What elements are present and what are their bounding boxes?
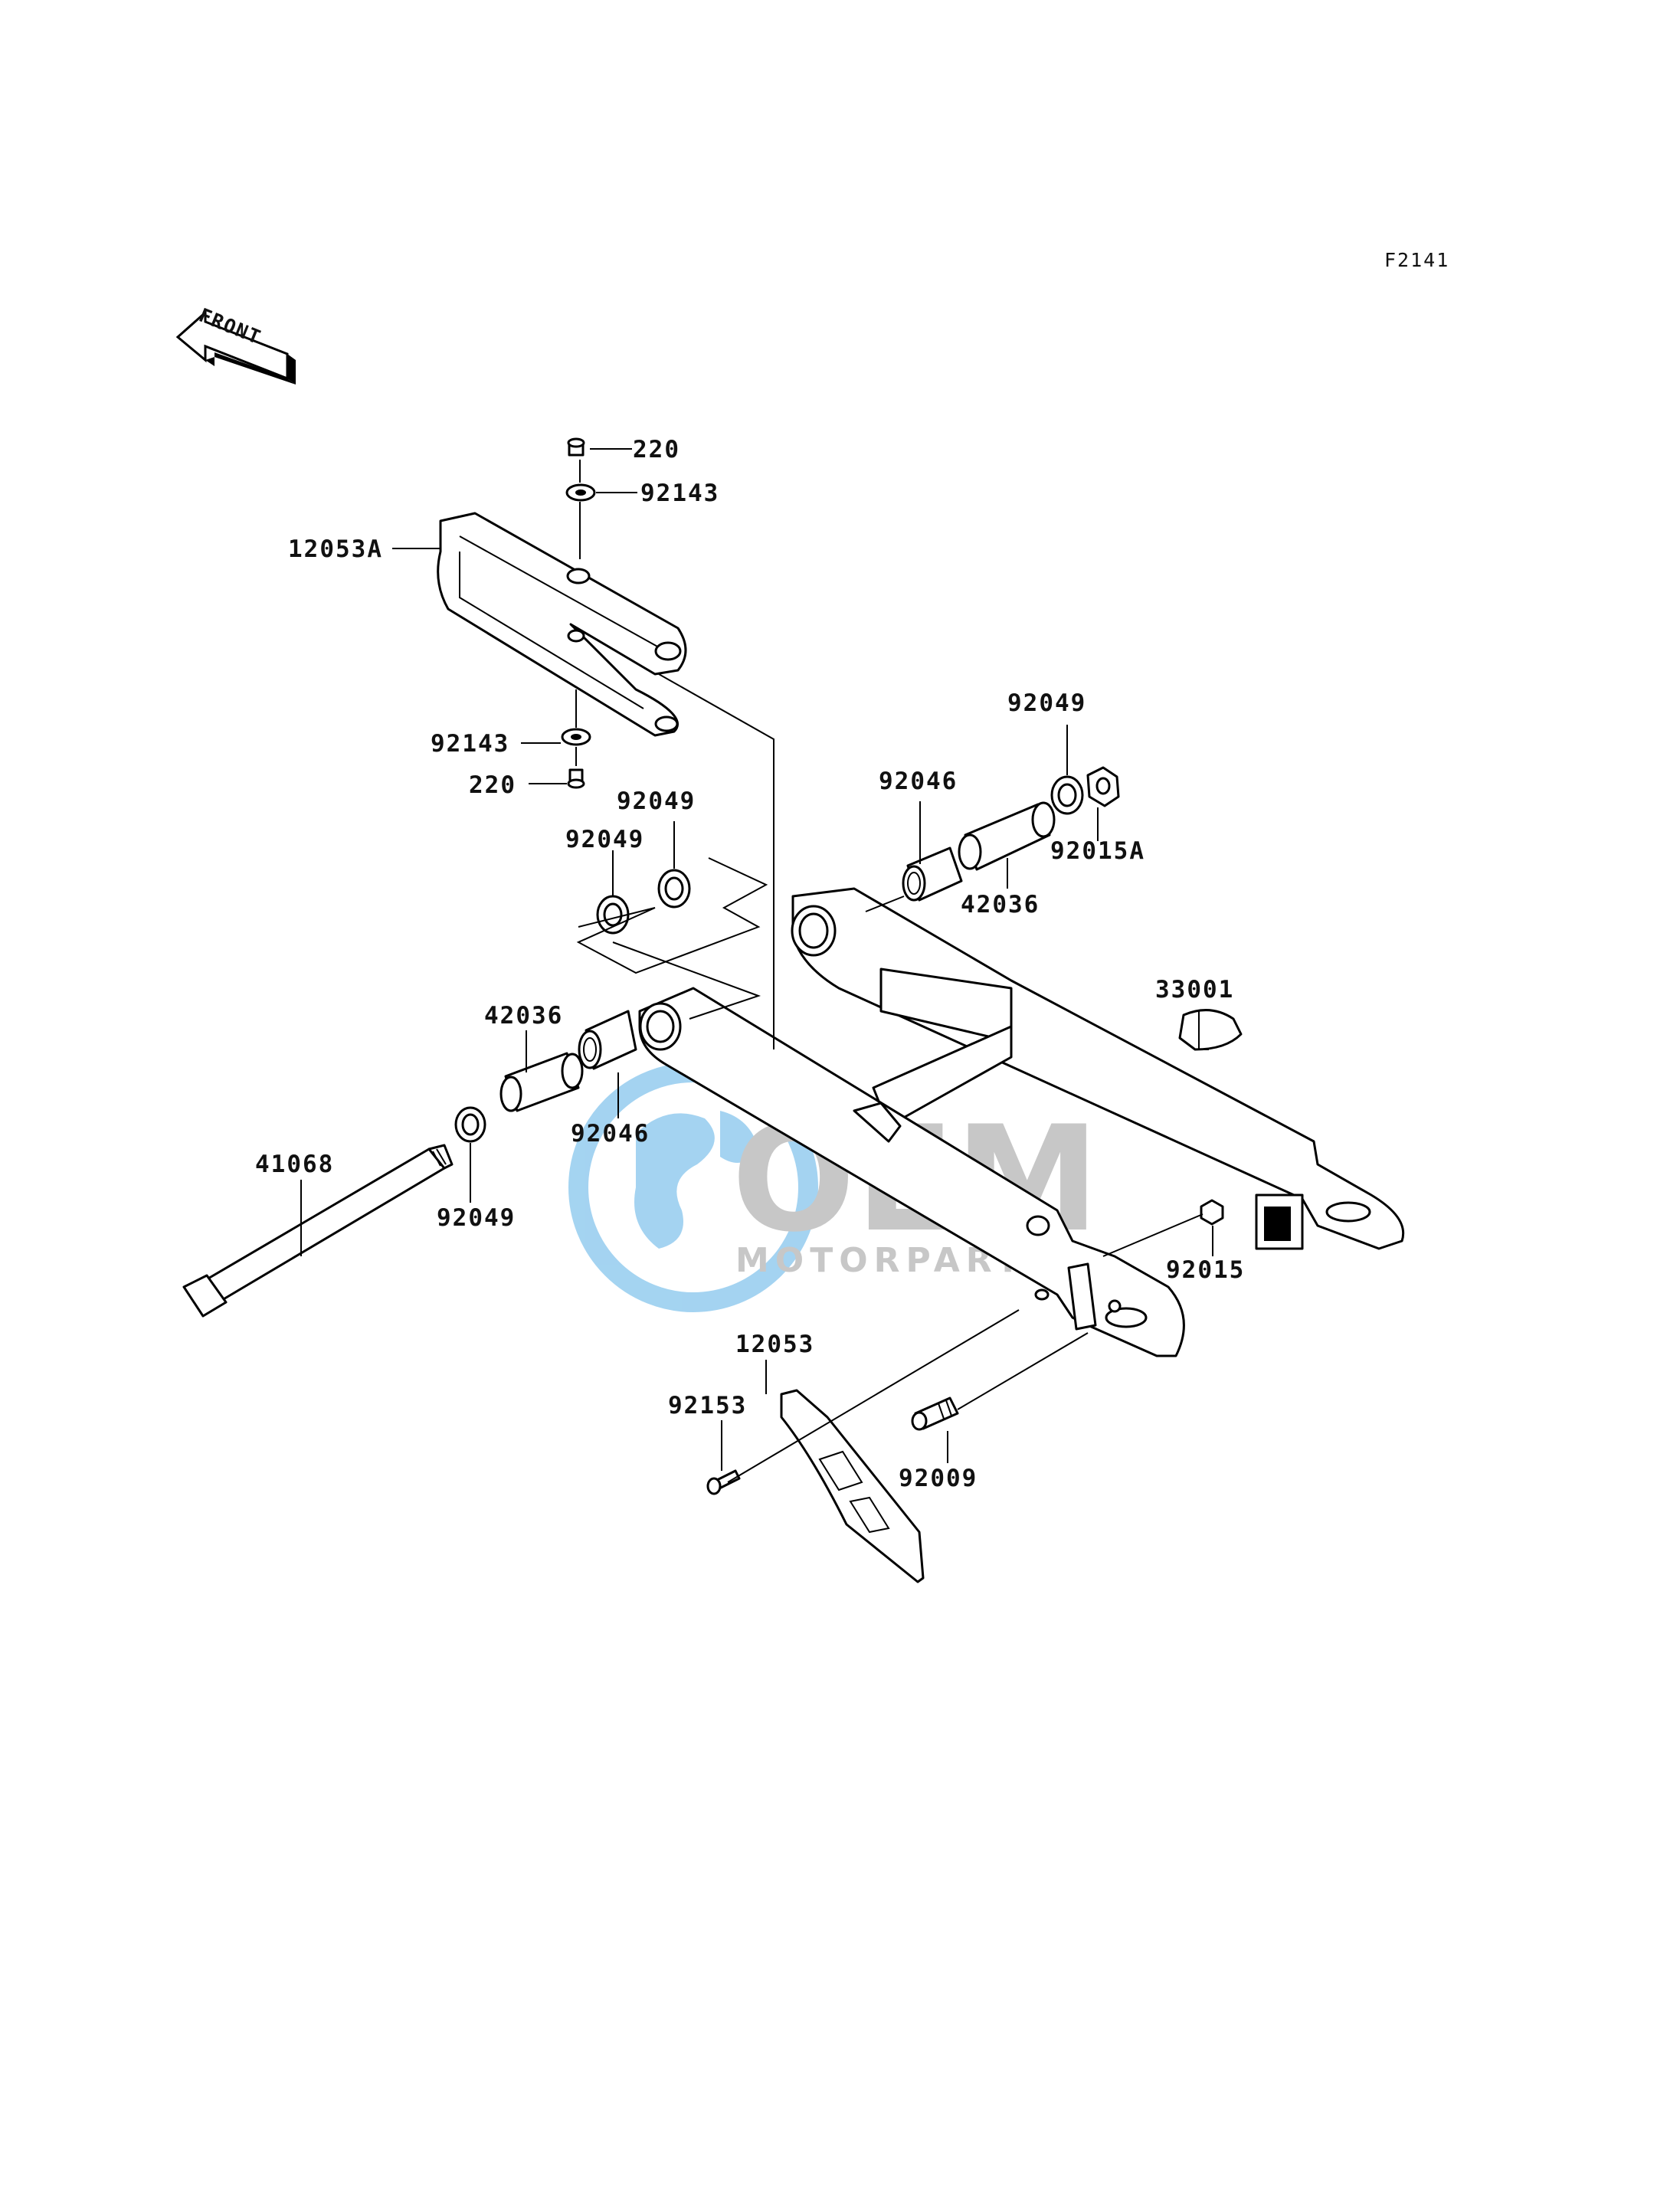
shaft-41068-icon	[182, 1144, 454, 1318]
callout-92015A: 92015A	[1050, 837, 1145, 865]
callout-33001: 33001	[1155, 976, 1234, 1004]
callout-92049-upper: 92049	[617, 787, 696, 815]
callout-92153: 92153	[668, 1392, 747, 1419]
sleeve-42036-right-icon	[958, 801, 1056, 871]
callout-42036-right: 42036	[961, 891, 1040, 918]
bolt-92153-icon	[706, 1469, 741, 1495]
callout-41068: 41068	[255, 1151, 334, 1178]
callout-92049-lower: 92049	[437, 1204, 516, 1232]
callout-12053: 12053	[735, 1331, 814, 1358]
seal-92049-right-icon	[1050, 775, 1084, 815]
callout-92009: 92009	[899, 1465, 978, 1492]
diagram-code: F2141	[1384, 249, 1449, 271]
collar-92143-top-icon	[565, 483, 596, 502]
callout-labels: 220 92143 12053A 92143 220 92049 92046 9…	[255, 436, 1245, 1492]
chain-guide-12053A	[437, 512, 687, 737]
callout-12053A: 12053A	[288, 535, 383, 563]
callout-92015: 92015	[1166, 1256, 1245, 1284]
bolt-220-bottom-icon	[567, 768, 585, 789]
seal-92049-upper-icon	[657, 869, 691, 909]
nut-92015A-icon	[1086, 766, 1120, 807]
swingarm-33001	[638, 887, 1405, 1357]
collar-92143-bottom-icon	[561, 728, 591, 746]
seal-92049-lower-icon	[454, 1106, 486, 1143]
callout-92049-left: 92049	[565, 826, 644, 853]
front-direction-arrow-icon: FRONT	[175, 304, 296, 385]
assembly-guide-lines	[575, 460, 1204, 1483]
callout-92143-top: 92143	[640, 480, 719, 507]
bearing-92046-left-icon	[578, 1010, 637, 1070]
bearing-92046-right-icon	[902, 846, 963, 902]
callout-220-top: 220	[633, 436, 680, 463]
callout-220-bottom: 220	[469, 771, 516, 799]
nut-92015-icon	[1200, 1199, 1224, 1226]
sleeve-42036-left-icon	[499, 1052, 584, 1112]
bolt-92009-icon	[911, 1396, 959, 1431]
bolt-220-top-icon	[567, 437, 585, 457]
callout-42036-left: 42036	[484, 1002, 563, 1030]
callout-92046-left: 92046	[571, 1120, 650, 1148]
callout-92049-right: 92049	[1007, 689, 1086, 717]
label-leaders	[300, 448, 1213, 1471]
callout-92046-right: 92046	[879, 768, 958, 795]
callout-92143-bottom: 92143	[431, 730, 509, 758]
chain-guard-12053-icon	[780, 1389, 925, 1583]
